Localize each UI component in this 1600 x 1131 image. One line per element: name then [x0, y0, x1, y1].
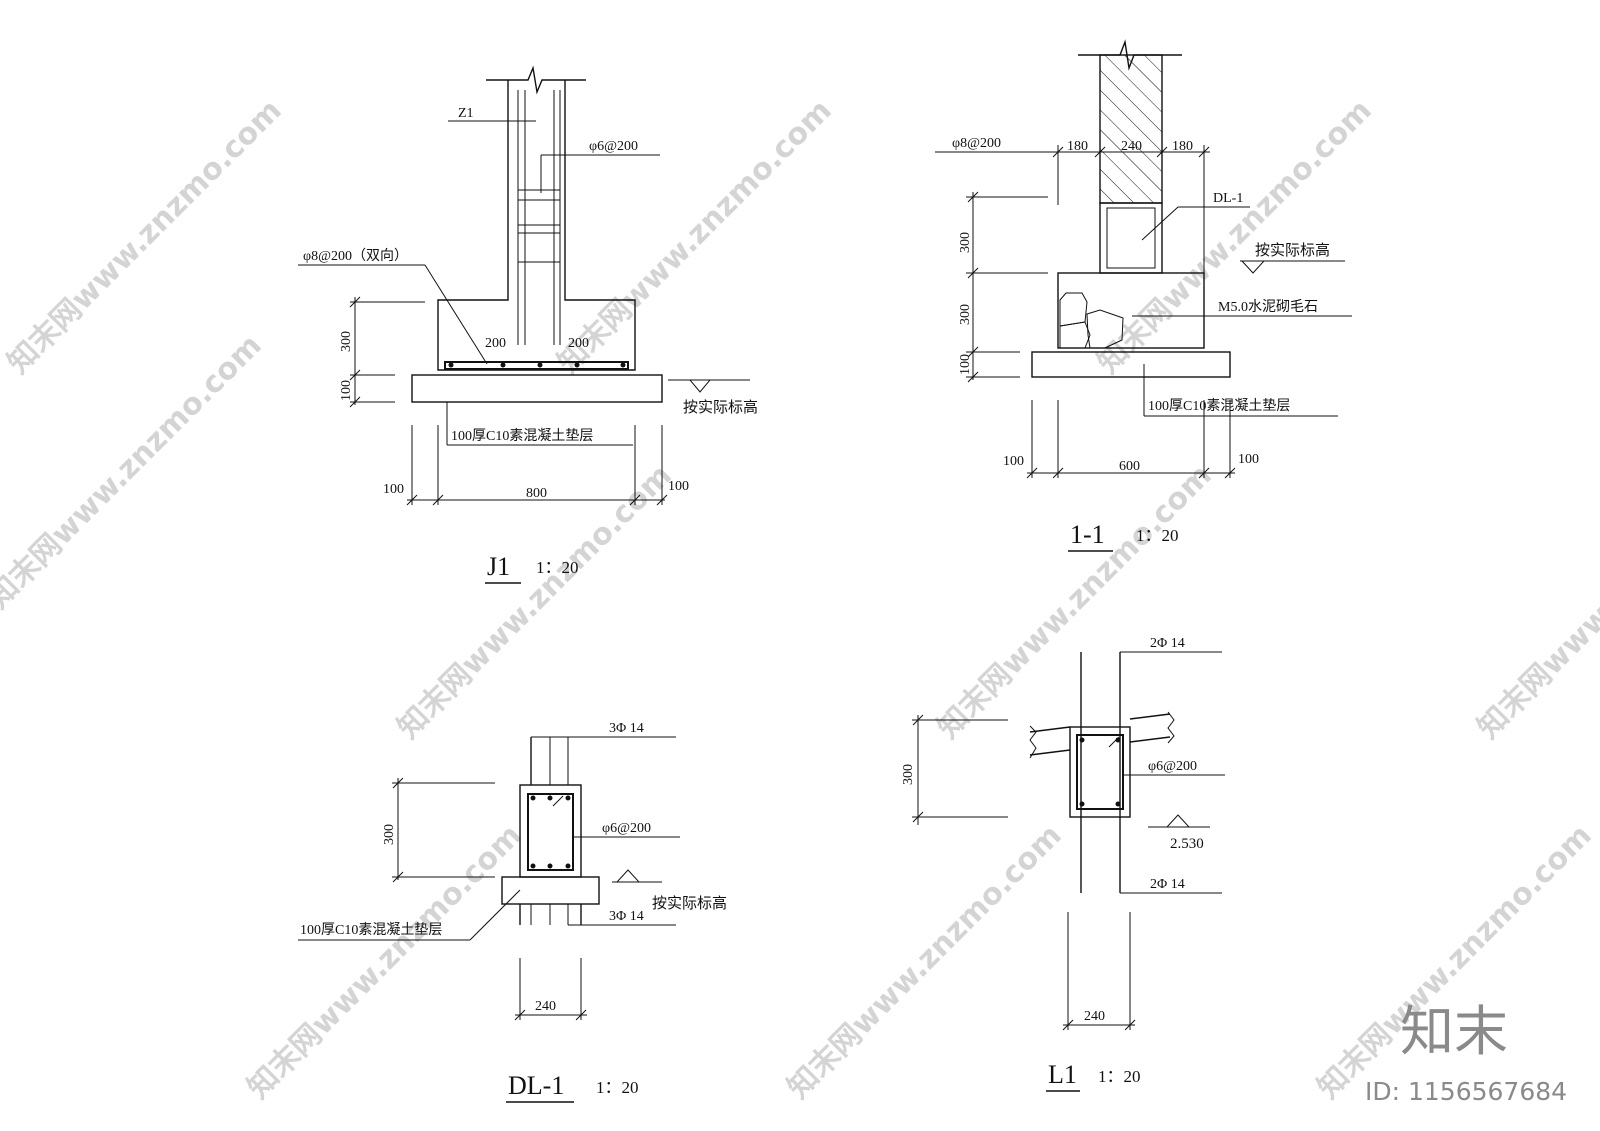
j1-bottom-mesh — [444, 361, 629, 370]
dl1-top-bar-label: 3Φ 14 — [609, 721, 644, 736]
s11-brick-wall — [1099, 54, 1163, 204]
l1-width-240: 240 — [1084, 1009, 1105, 1024]
watermark-text: 知末网www.znzmo.com — [931, 458, 1219, 746]
s11-dim-240: 240 — [1121, 139, 1142, 154]
l1-height-300: 300 — [901, 764, 916, 785]
j1-cushion — [411, 374, 663, 403]
j1-scale: 1：20 — [536, 558, 579, 577]
j1-height-300: 300 — [339, 331, 354, 352]
s11-dim-600: 600 — [1119, 459, 1140, 474]
l1-slab-bottom — [1029, 736, 1171, 756]
watermark-layer: 知末网www.znzmo.com 知末网www.znzmo.com 知末网www… — [0, 93, 1600, 1106]
s11-dim-180-right: 180 — [1172, 139, 1193, 154]
s11-cushion-label: 100厚C10素混凝土垫层 — [1148, 398, 1290, 414]
s11-stone-footing — [1057, 272, 1205, 349]
j1-dim-100-left: 100 — [383, 482, 404, 497]
s11-dim-100-right: 100 — [1238, 452, 1259, 467]
image-id: ID: 1156567684 — [1365, 1077, 1567, 1106]
s11-ground-beam — [1099, 202, 1163, 274]
l1-elevation: 2.530 — [1170, 836, 1204, 852]
s11-break-line — [1078, 39, 1182, 71]
dl1-stirrup-label: φ6@200 — [602, 821, 651, 836]
dl1-bottom-bar-label: 3Φ 14 — [609, 909, 644, 924]
dl1-cushion-label: 100厚C10素混凝土垫层 — [300, 922, 442, 938]
detail-l1: 2Φ 14 2Φ 14 φ6@200 2.530 300 240 — [901, 636, 1225, 1092]
l1-stirrup — [1076, 734, 1124, 810]
l1-stirrup-label: φ6@200 — [1148, 759, 1197, 774]
j1-elevation: 按实际标高 — [683, 399, 758, 416]
j1-column-label: Z1 — [458, 106, 474, 121]
j1-break-line — [486, 65, 586, 95]
l1-slab-top — [1029, 713, 1171, 733]
s11-height-300-bottom: 300 — [958, 304, 973, 325]
watermark-text: 知末网www.znzmo.com — [781, 818, 1069, 1106]
s11-beam-label: DL-1 — [1213, 191, 1243, 206]
watermark-text: 知末网www.znzmo.com — [0, 328, 269, 616]
l1-title: L1 — [1048, 1060, 1077, 1089]
dl1-title: DL-1 — [508, 1071, 564, 1100]
dl1-height-300: 300 — [382, 824, 397, 845]
s11-stone-label: M5.0水泥砌毛石 — [1218, 299, 1318, 315]
j1-stirrup-label: φ6@200 — [589, 139, 638, 154]
detail-section-1-1: φ8@200 180 240 180 DL-1 按实际标高 M5.0水泥砌毛石 … — [935, 39, 1352, 552]
s11-scale: 1：20 — [1136, 526, 1179, 545]
detail-dl1: 3Φ 14 φ6@200 3Φ 14 按实际标高 100厚C10素混凝土垫层 3… — [298, 721, 727, 1103]
j1-height-100: 100 — [339, 380, 354, 401]
dl1-scale: 1：20 — [596, 1078, 639, 1097]
l1-scale: 1：20 — [1098, 1067, 1141, 1086]
l1-top-bar-label: 2Φ 14 — [1150, 636, 1185, 651]
s11-cushion — [1031, 351, 1231, 378]
j1-mesh-label: φ8@200（双向） — [303, 248, 408, 264]
l1-beam-section — [1069, 726, 1131, 818]
watermark-text: 知末网www.znzmo.com — [241, 818, 529, 1106]
dl1-cushion — [501, 876, 600, 905]
j1-dim-100-right: 100 — [668, 479, 689, 494]
s11-dim-100-left: 100 — [1003, 454, 1024, 469]
s11-height-300-top: 300 — [958, 232, 973, 253]
watermark-text: 知末网www.znzmo.com — [1471, 458, 1600, 746]
s11-bar-label: φ8@200 — [952, 136, 1001, 151]
j1-width-200-right: 200 — [568, 336, 589, 351]
l1-bottom-bar-label: 2Φ 14 — [1150, 877, 1185, 892]
s11-height-100: 100 — [958, 354, 973, 375]
detail-j1: Z1 φ6@200 φ8@200（双向） 200 200 300 100 按实际… — [298, 65, 758, 584]
s11-dim-180-left: 180 — [1067, 139, 1088, 154]
s11-title: 1-1 — [1070, 520, 1105, 549]
watermark-text: 知末网www.znzmo.com — [551, 93, 839, 381]
s11-elevation: 按实际标高 — [1255, 242, 1330, 259]
dl1-stirrup — [527, 793, 574, 871]
j1-width-200-left: 200 — [485, 336, 506, 351]
j1-cushion-label: 100厚C10素混凝土垫层 — [451, 428, 593, 444]
dl1-width-240: 240 — [535, 999, 556, 1014]
j1-title: J1 — [487, 552, 510, 581]
brand-logo: 知末 — [1400, 1000, 1508, 1063]
dl1-elevation: 按实际标高 — [652, 895, 727, 912]
j1-dim-800: 800 — [526, 486, 547, 501]
